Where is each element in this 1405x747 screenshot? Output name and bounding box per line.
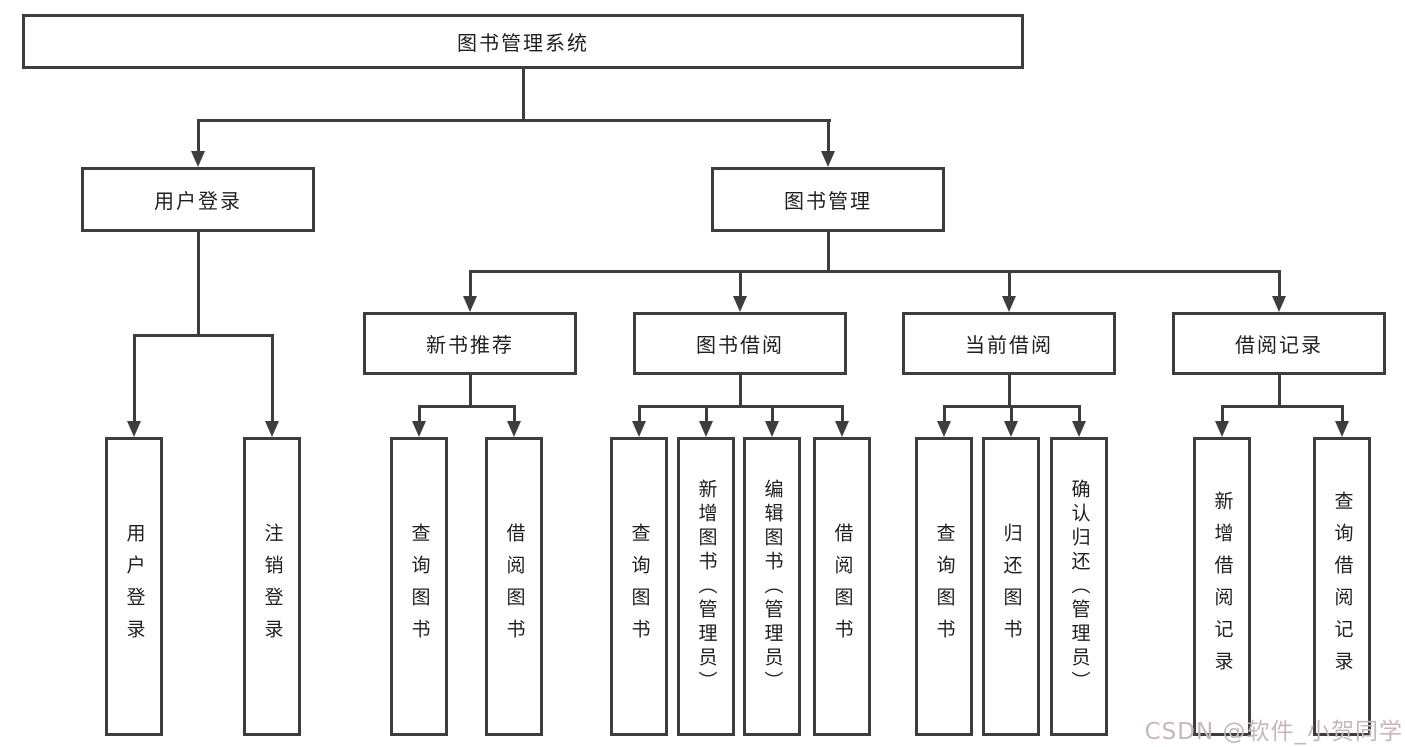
node-leaf-edit-books-admin: 编辑图书（管理员）: [743, 437, 801, 736]
node-leaf-query-books-current: 查询图书: [915, 437, 973, 736]
node-leaf-confirm-return-admin: 确认归还（管理员）: [1050, 437, 1108, 736]
node-book-borrowing: 图书借阅: [633, 312, 847, 375]
connector-arrow-icon: [1004, 421, 1018, 437]
node-current-borrowing: 当前借阅: [902, 312, 1116, 375]
node-leaf-borrow-books-borrowing-label: 借阅图书: [831, 522, 854, 651]
connector-line: [841, 405, 844, 423]
connector-line: [133, 334, 274, 337]
connector-line: [705, 405, 708, 423]
node-leaf-query-borrow-record-label: 查询借阅记录: [1331, 490, 1354, 683]
node-leaf-return-books: 归还图书: [982, 437, 1040, 736]
connector-line: [827, 119, 830, 155]
connector-arrow-icon: [127, 421, 141, 437]
connector-line: [1221, 405, 1344, 408]
node-leaf-add-borrow-record: 新增借阅记录: [1193, 437, 1251, 736]
node-library-system-label: 图书管理系统: [457, 31, 589, 55]
watermark-text: CSDN @软件_小贺同学: [1144, 719, 1403, 745]
connector-line: [771, 405, 774, 423]
node-leaf-user-login: 用户登录: [105, 437, 163, 736]
node-leaf-add-books-admin-label: 新增图书（管理员）: [695, 478, 718, 695]
connector-line: [1008, 375, 1011, 407]
connector-arrow-icon: [733, 296, 747, 312]
connector-line: [197, 232, 200, 336]
connector-line: [1010, 405, 1013, 423]
node-leaf-borrow-books-recommend: 借阅图书: [485, 437, 543, 736]
connector-arrow-icon: [632, 421, 646, 437]
node-current-borrowing-label: 当前借阅: [965, 333, 1053, 357]
connector-line: [739, 270, 742, 299]
connector-arrow-icon: [1072, 421, 1086, 437]
connector-arrow-icon: [835, 421, 849, 437]
connector-line: [1078, 405, 1081, 423]
node-leaf-borrow-books-borrowing: 借阅图书: [813, 437, 871, 736]
node-leaf-query-borrow-record: 查询借阅记录: [1313, 437, 1371, 736]
connector-arrow-icon: [1215, 421, 1229, 437]
connector-line: [1278, 270, 1281, 299]
connector-arrow-icon: [265, 421, 279, 437]
connector-line: [638, 405, 844, 408]
connector-line: [197, 119, 831, 122]
connector-arrow-icon: [699, 421, 713, 437]
node-leaf-user-login-label: 用户登录: [123, 522, 146, 651]
connector-arrow-icon: [937, 421, 951, 437]
node-leaf-query-books-borrowing-label: 查询图书: [628, 522, 651, 651]
connector-arrow-icon: [507, 421, 521, 437]
node-leaf-add-books-admin: 新增图书（管理员）: [677, 437, 735, 736]
connector-line: [522, 69, 525, 121]
node-borrowing-records-label: 借阅记录: [1235, 333, 1323, 357]
node-borrowing-records: 借阅记录: [1172, 312, 1386, 375]
node-book-borrowing-label: 图书借阅: [696, 333, 784, 357]
connector-arrow-icon: [821, 151, 835, 167]
connector-arrow-icon: [412, 421, 426, 437]
node-leaf-logout-label: 注销登录: [261, 522, 284, 651]
connector-line: [469, 270, 1281, 273]
connector-line: [1008, 270, 1011, 299]
connector-line: [827, 232, 830, 273]
node-new-book-recommend-label: 新书推荐: [426, 333, 514, 357]
connector-arrow-icon: [1002, 296, 1016, 312]
node-leaf-query-books-borrowing: 查询图书: [610, 437, 668, 736]
node-leaf-query-books-current-label: 查询图书: [933, 522, 956, 651]
connector-line: [271, 334, 274, 424]
node-library-system: 图书管理系统: [22, 14, 1024, 69]
connector-arrow-icon: [463, 296, 477, 312]
node-leaf-query-books-recommend: 查询图书: [390, 437, 448, 736]
connector-arrow-icon: [191, 151, 205, 167]
connector-line: [513, 405, 516, 423]
connector-line: [739, 375, 742, 407]
connector-arrow-icon: [1335, 421, 1349, 437]
connector-line: [1341, 405, 1344, 423]
connector-line: [943, 405, 946, 423]
connector-line: [1278, 375, 1281, 407]
node-leaf-return-books-label: 归还图书: [1000, 522, 1023, 651]
connector-line: [469, 375, 472, 407]
node-new-book-recommend: 新书推荐: [363, 312, 577, 375]
connector-line: [418, 405, 421, 423]
node-leaf-edit-books-admin-label: 编辑图书（管理员）: [761, 478, 784, 695]
node-leaf-borrow-books-recommend-label: 借阅图书: [503, 522, 526, 651]
connector-line: [418, 405, 516, 408]
connector-line: [197, 119, 200, 155]
connector-line: [133, 334, 136, 424]
node-user-login-label: 用户登录: [154, 189, 242, 213]
node-leaf-add-borrow-record-label: 新增借阅记录: [1211, 490, 1234, 683]
node-leaf-query-books-recommend-label: 查询图书: [408, 522, 431, 651]
node-book-management-label: 图书管理: [784, 189, 872, 213]
node-book-management: 图书管理: [711, 167, 945, 232]
connector-arrow-icon: [1272, 296, 1286, 312]
connector-line: [469, 270, 472, 299]
node-leaf-logout: 注销登录: [243, 437, 301, 736]
connector-line: [638, 405, 641, 423]
connector-line: [1221, 405, 1224, 423]
node-leaf-confirm-return-admin-label: 确认归还（管理员）: [1068, 478, 1091, 695]
node-user-login: 用户登录: [81, 167, 315, 232]
connector-arrow-icon: [765, 421, 779, 437]
